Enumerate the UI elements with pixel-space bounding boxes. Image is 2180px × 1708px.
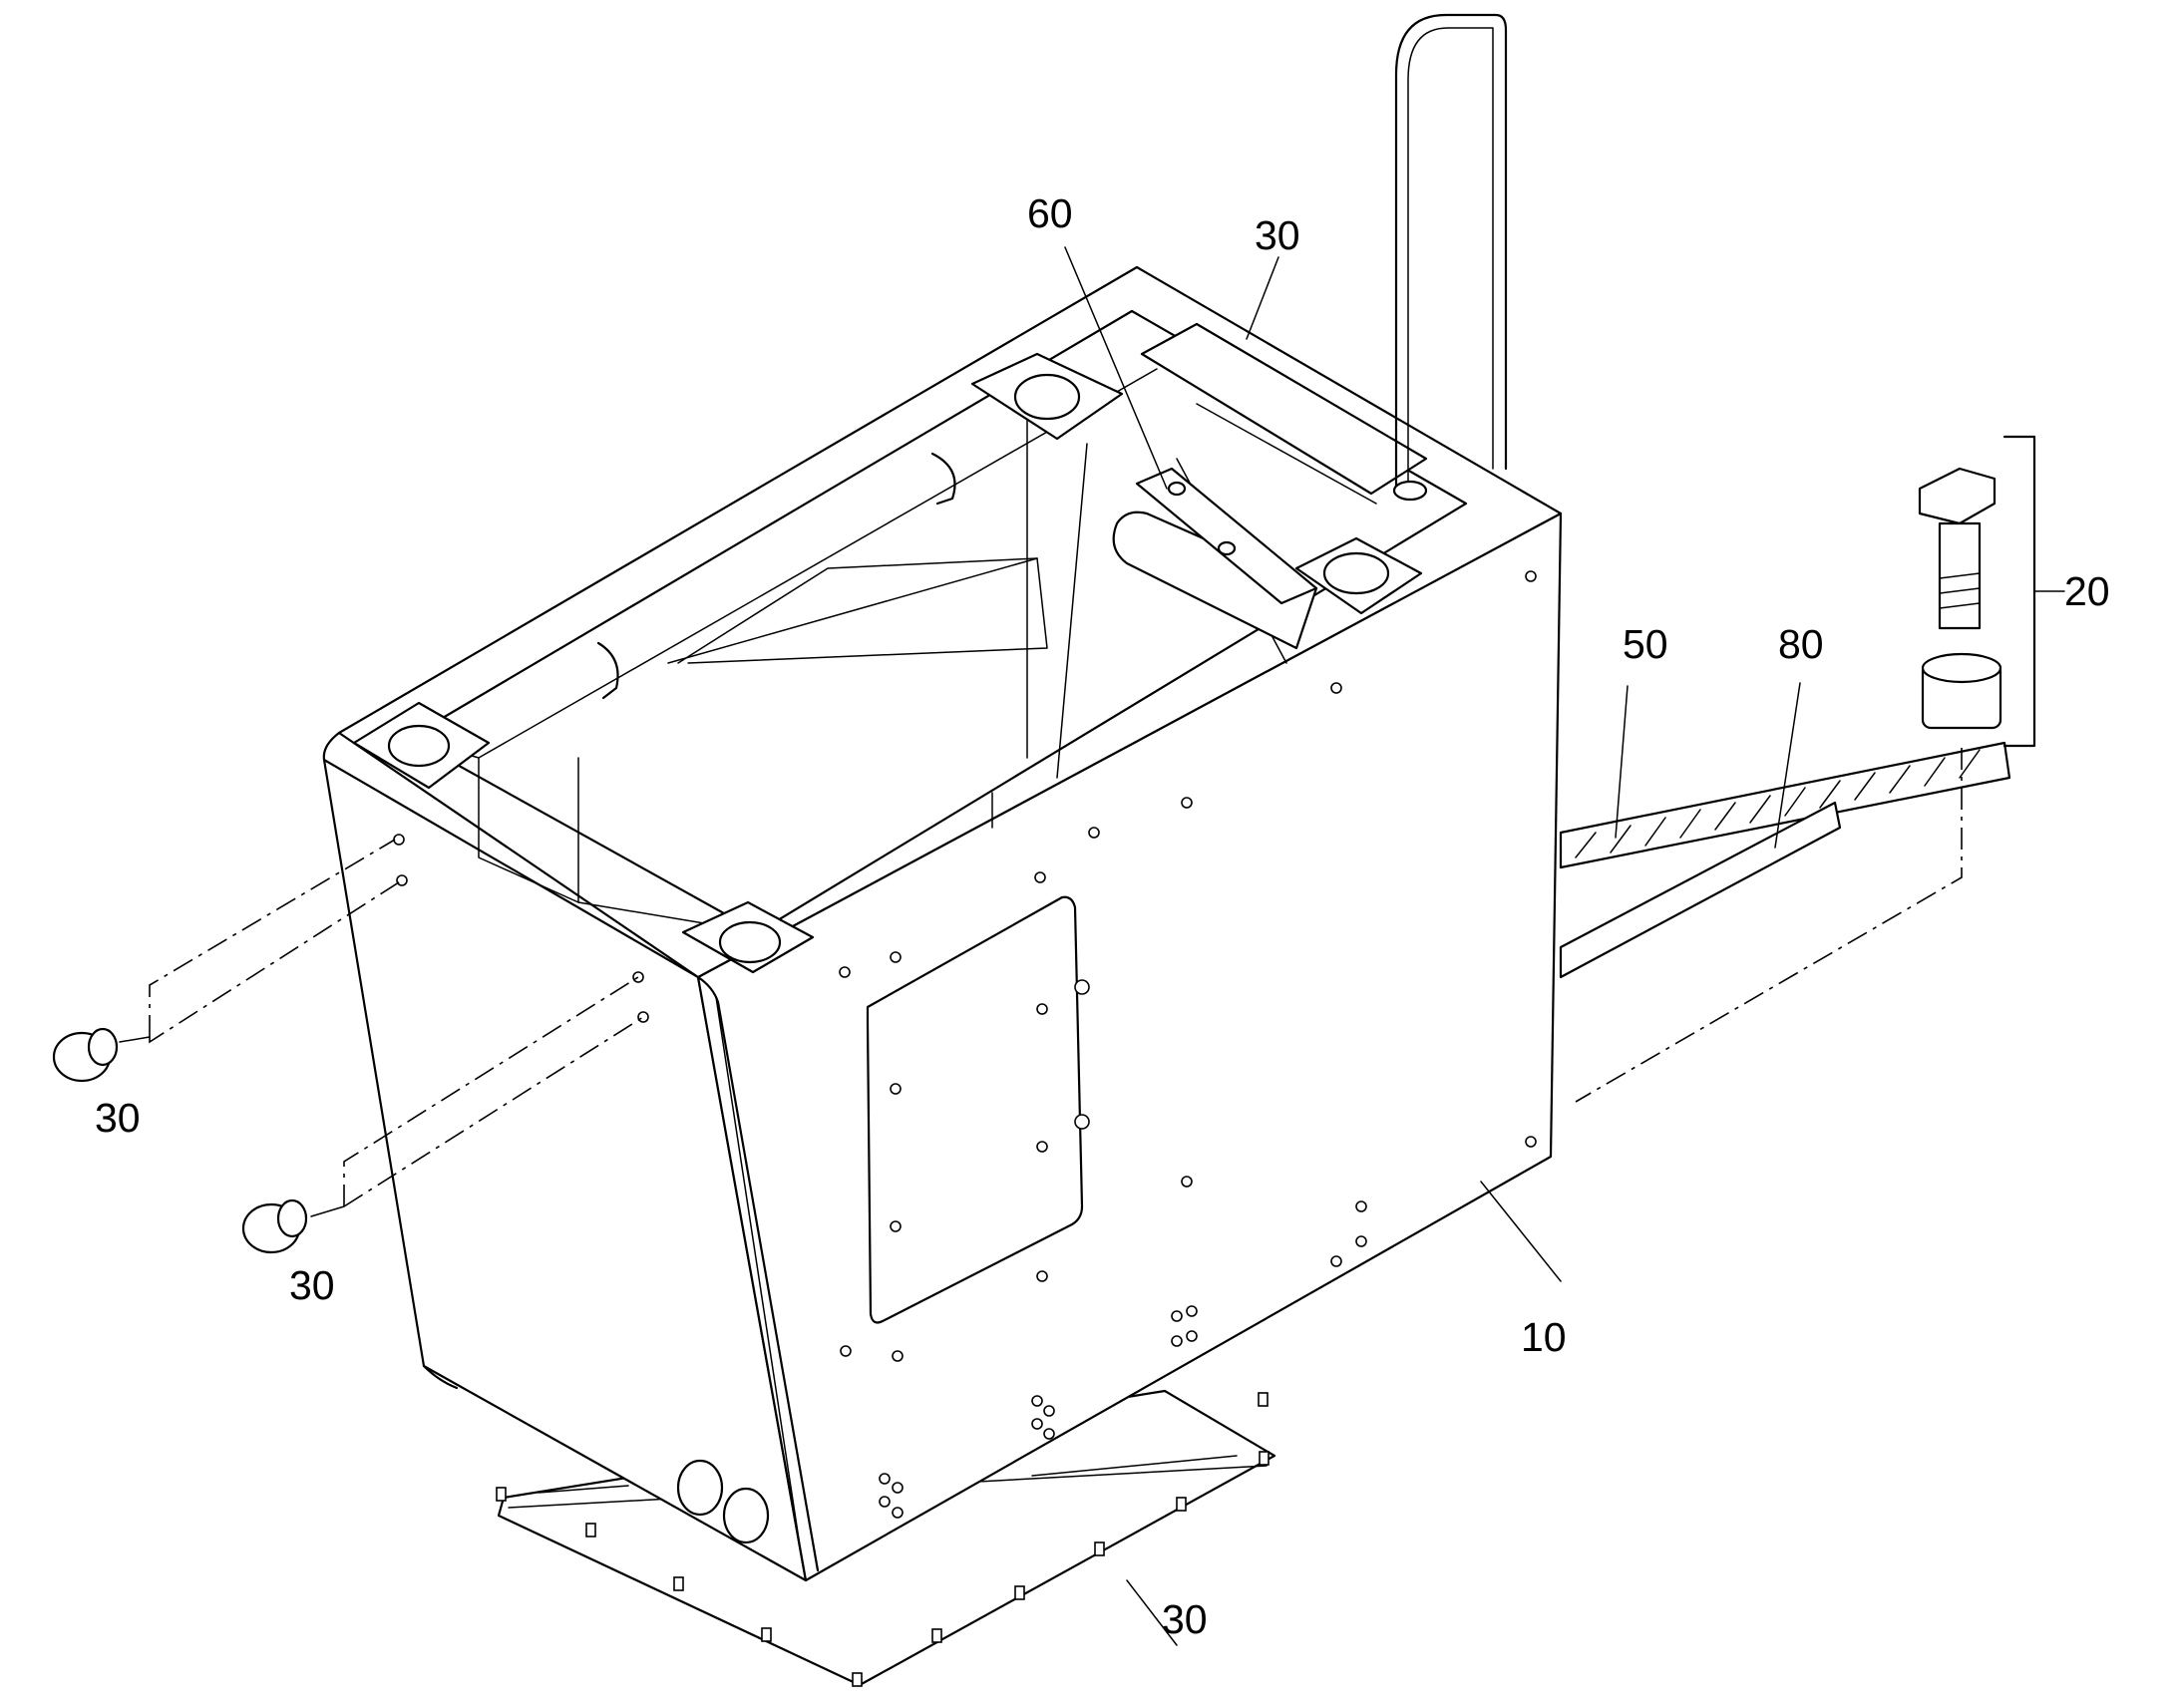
base-plate-bolts xyxy=(496,1392,1270,1687)
callout-30-left-upper: 30 xyxy=(95,1095,141,1141)
spacer xyxy=(1921,652,2002,730)
panel-holes xyxy=(393,570,1537,1519)
access-panel xyxy=(866,895,1084,1324)
callout-10: 10 xyxy=(1521,1314,1567,1360)
callout-50: 50 xyxy=(1623,621,1668,667)
callout-20: 20 xyxy=(2064,568,2110,614)
cable-80 xyxy=(1559,801,1842,979)
callout-30-bottom: 30 xyxy=(1162,1596,1208,1642)
callout-30-top: 30 xyxy=(1255,212,1300,258)
plug-lower xyxy=(241,1198,308,1254)
handle-bar xyxy=(1394,13,1508,491)
callout-30-left-lower: 30 xyxy=(289,1262,335,1308)
cable-port-1 xyxy=(676,1459,724,1517)
plug-upper xyxy=(52,1027,119,1083)
callout-60: 60 xyxy=(1027,190,1073,236)
cabinet-body xyxy=(322,265,1563,1582)
mount-pads xyxy=(352,352,1423,974)
bolt xyxy=(1918,467,1997,630)
callout-80: 80 xyxy=(1778,621,1824,667)
cable-50 xyxy=(1559,741,2011,869)
cable-port-2 xyxy=(722,1487,770,1544)
top-cover-plate xyxy=(1140,322,1428,505)
